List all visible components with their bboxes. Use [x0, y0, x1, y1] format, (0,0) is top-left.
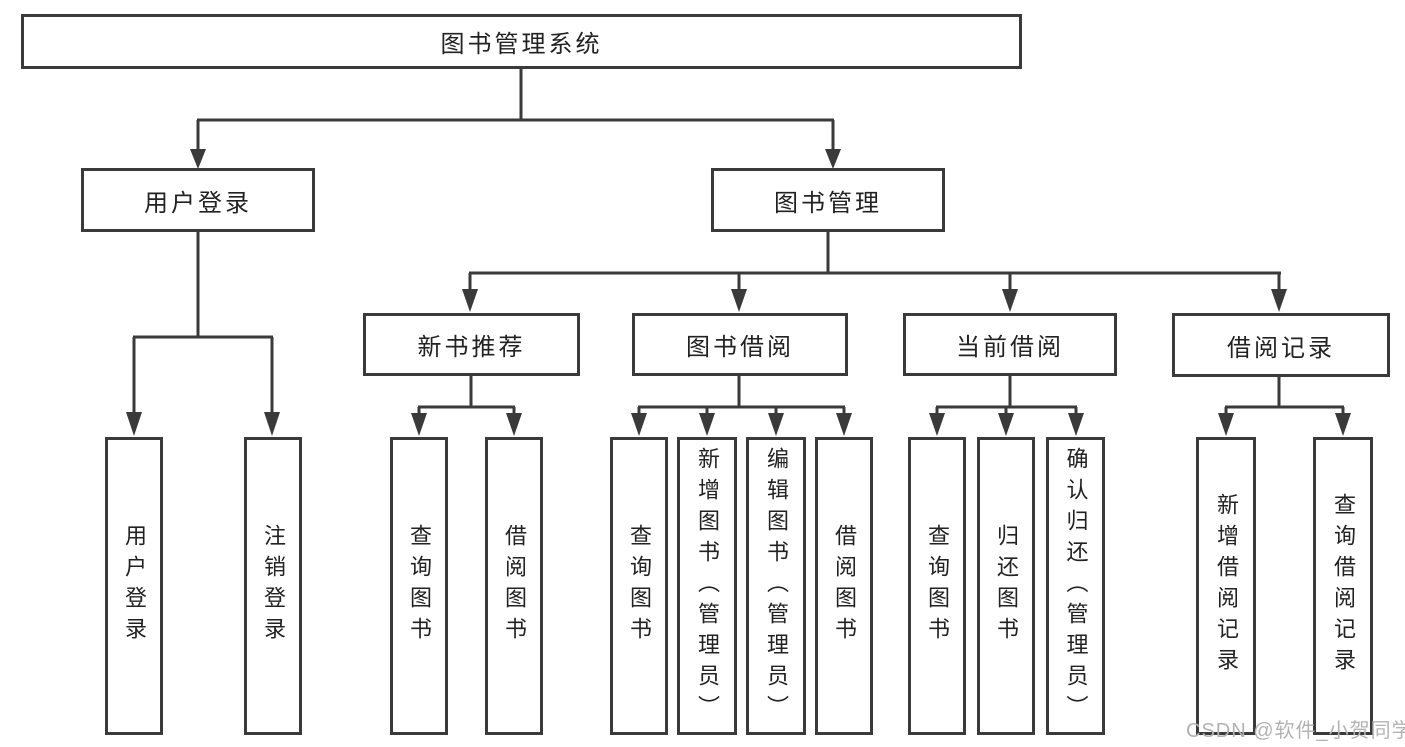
leaf-edit-books-admin: 编辑图书（管理员） — [746, 437, 806, 735]
leaf-confirm-return-admin: 确认归还（管理员） — [1046, 437, 1105, 735]
node-borrow-record: 借阅记录 — [1172, 313, 1390, 377]
leaf-query-books-current: 查询图书 — [908, 437, 966, 735]
node-new-book-recommend: 新书推荐 — [363, 313, 580, 376]
csdn-watermark: CSDN @软件_小贺同学 — [1186, 720, 1405, 742]
leaf-add-books-admin: 新增图书（管理员） — [677, 437, 737, 735]
connector-book-borrow-children — [631, 375, 852, 436]
node-library-system: 图书管理系统 — [21, 14, 1022, 69]
connector-book-management-children — [462, 232, 1287, 312]
leaf-logout: 注销登录 — [244, 437, 302, 735]
connector-current-borrow-children — [929, 375, 1084, 436]
leaf-user-login: 用户登录 — [105, 437, 163, 735]
leaf-query-books-recommend: 查询图书 — [390, 437, 448, 735]
leaf-query-borrow-record: 查询借阅记录 — [1313, 437, 1373, 735]
leaf-query-books-borrow: 查询图书 — [610, 437, 668, 735]
leaf-return-books: 归还图书 — [977, 437, 1035, 735]
leaf-borrow-books-recommend: 借阅图书 — [485, 437, 543, 735]
connector-new-book-children — [411, 375, 522, 436]
leaf-add-borrow-record: 新增借阅记录 — [1196, 437, 1256, 735]
connector-user-login-children — [126, 232, 280, 436]
node-book-management: 图书管理 — [711, 168, 945, 232]
node-book-borrow: 图书借阅 — [632, 313, 848, 376]
leaf-borrow-books: 借阅图书 — [815, 437, 873, 735]
connector-borrow-record-children — [1218, 375, 1351, 436]
node-current-borrow: 当前借阅 — [903, 313, 1117, 376]
connector-root-branches — [190, 69, 841, 169]
node-user-login: 用户登录 — [81, 168, 315, 232]
